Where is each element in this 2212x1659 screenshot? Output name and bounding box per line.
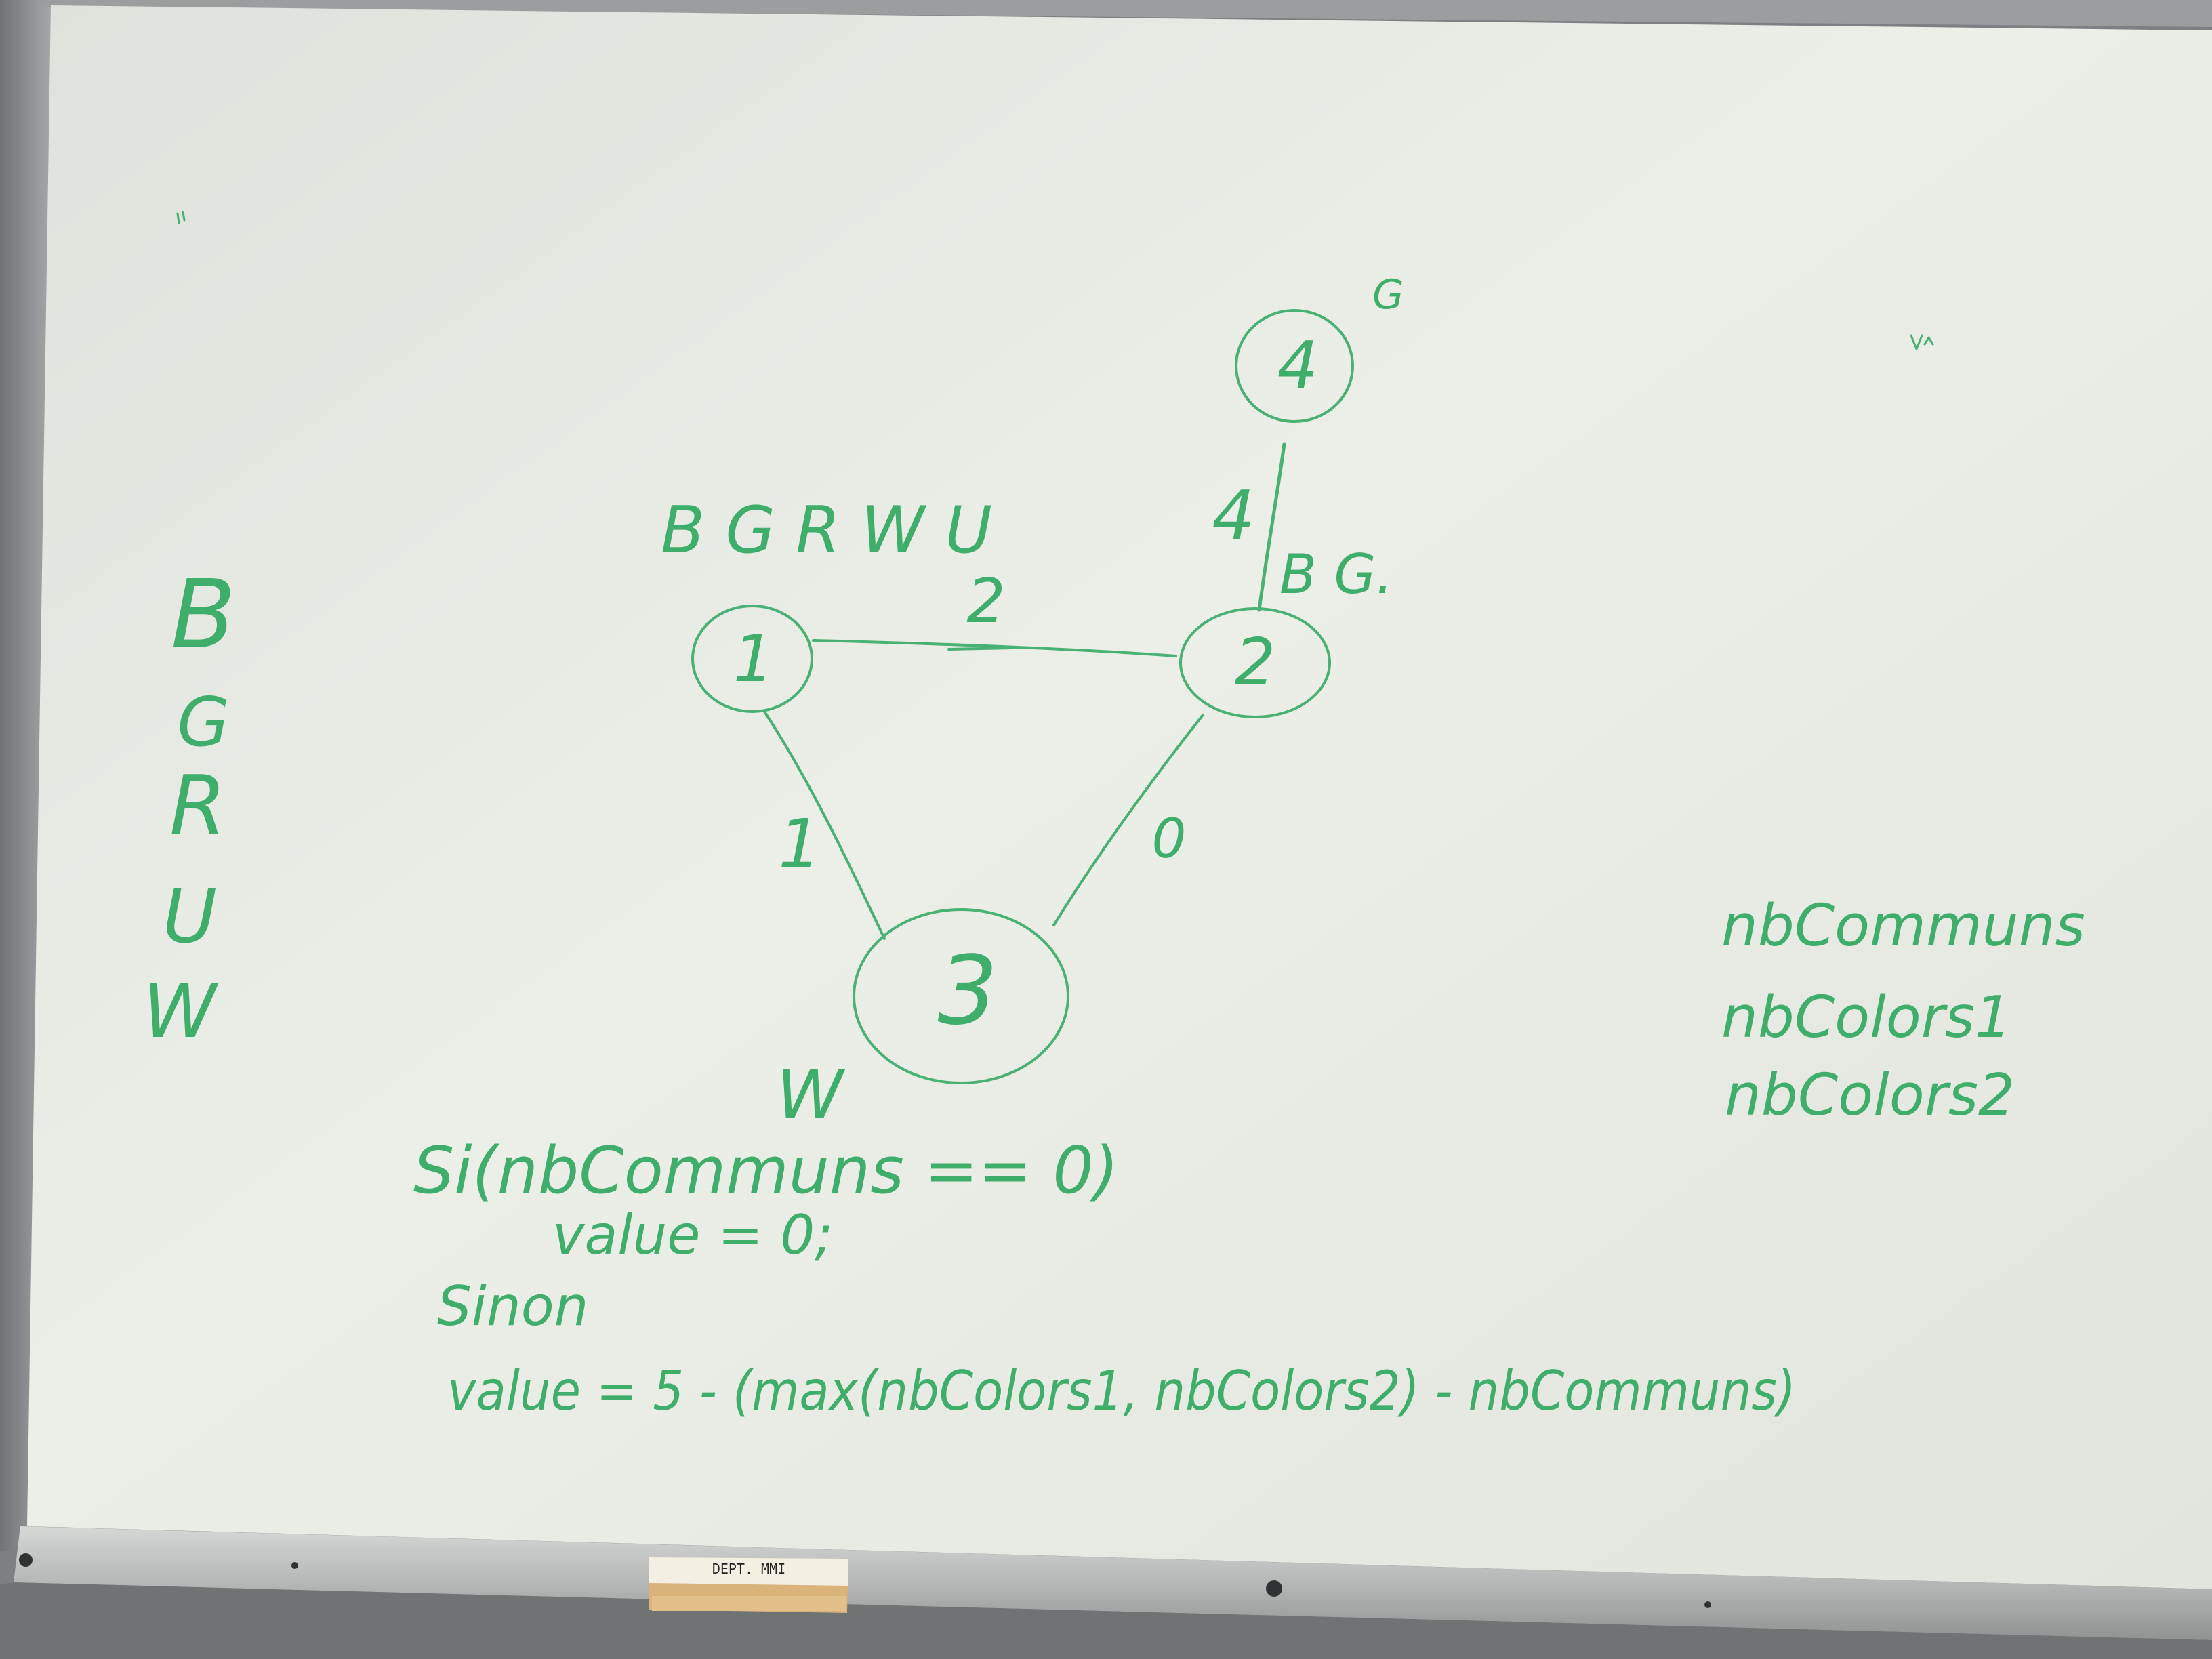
edge-weight-1-3: 1	[778, 804, 821, 884]
node-label: 2	[1235, 626, 1275, 700]
graph-node-2: 2	[1179, 607, 1331, 718]
node-4-colors: G	[1372, 271, 1404, 319]
color-list-item: U	[163, 873, 218, 960]
node-1-colors: B G R W U	[661, 493, 992, 568]
variable-item: nbColors2	[1725, 1062, 2015, 1129]
node-label: 4	[1277, 329, 1318, 403]
code-line-value-zero: value = 0;	[552, 1204, 833, 1267]
tray-hole	[291, 1562, 298, 1569]
code-line-if: Si(nbCommuns == 0)	[413, 1134, 1119, 1208]
color-list: B G R U W	[143, 560, 236, 1054]
tray-lip	[0, 1582, 2212, 1659]
code-line-else: Sinon	[437, 1275, 588, 1338]
color-list-item: R	[169, 759, 226, 853]
variable-item: nbColors1	[1721, 984, 2011, 1051]
tray-screw	[19, 1553, 33, 1567]
edge-2-3	[1052, 714, 1204, 926]
color-list-item: W	[143, 968, 220, 1054]
graph-node-1: 1	[691, 605, 813, 713]
node-2-colors: B G.	[1279, 543, 1393, 606]
code-line-value-formula: value = 5 - (max(nbColors1, nbColors2) -…	[447, 1359, 1796, 1422]
marker-tray	[14, 1526, 2212, 1640]
node-label: 3	[937, 936, 998, 1046]
edge-weight-2-4: 4	[1212, 476, 1255, 555]
whiteboard-surface	[27, 5, 2212, 1589]
color-list-item: G	[177, 682, 230, 762]
board-frame-top	[41, 0, 2212, 27]
node-3-colors: W	[777, 1055, 846, 1134]
color-list-item: B	[171, 560, 236, 670]
eraser[interactable]: DEPT. MMI	[649, 1557, 848, 1613]
edge-weights: 2 1 0 4	[778, 476, 1255, 884]
stray-mark	[1910, 334, 1934, 350]
tray-hole	[1704, 1601, 1711, 1608]
variables-list: nbCommuns nbColors1 nbColors2	[1721, 893, 2085, 1129]
pseudo-code: Si(nbCommuns == 0) value = 0; Sinon valu…	[413, 1134, 1796, 1422]
tray-screw	[1266, 1580, 1282, 1597]
edge-weight-1-2: 2	[966, 566, 1005, 637]
edge-1-3	[763, 710, 886, 940]
graph-node-4: 4	[1235, 309, 1354, 423]
variable-item: nbCommuns	[1721, 893, 2085, 960]
edge-weight-2-3: 0	[1152, 807, 1187, 870]
node-label: 1	[733, 622, 774, 697]
edge-2-4	[1257, 442, 1286, 612]
underline	[947, 647, 1015, 651]
board-frame-left	[0, 0, 54, 1552]
stray-mark	[176, 211, 186, 224]
graph-node-3: 3	[853, 908, 1069, 1084]
eraser-label: DEPT. MMI	[712, 1561, 785, 1577]
